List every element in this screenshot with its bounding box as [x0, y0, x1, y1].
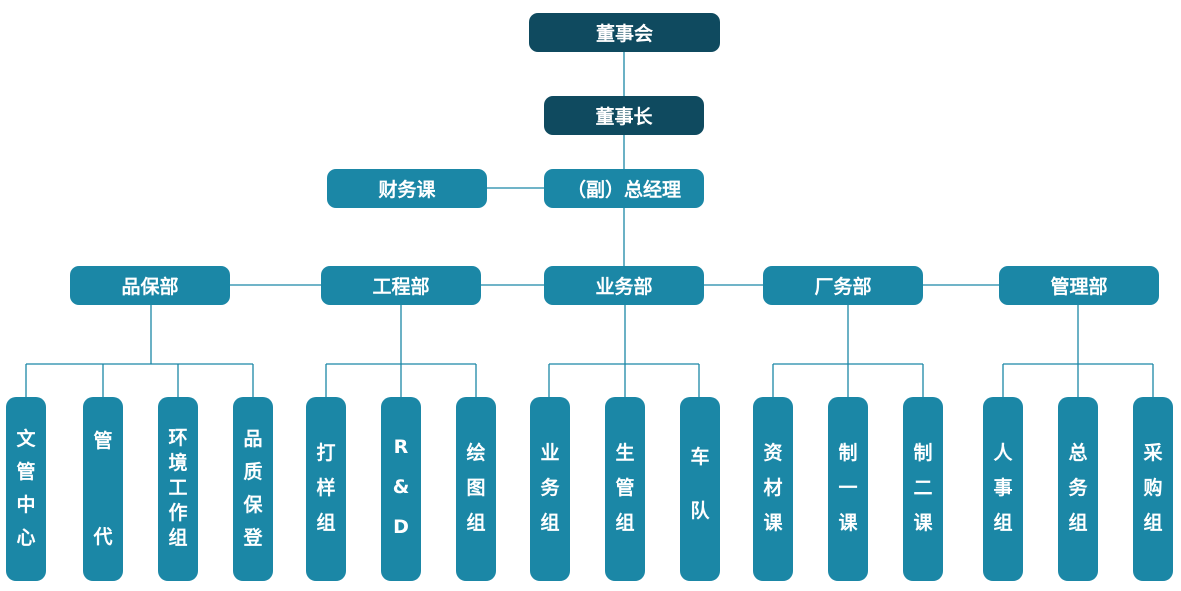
unit-box: 生管组 [605, 397, 645, 581]
unit-box: 环境工作组 [158, 397, 198, 581]
unit-char: 购 [1143, 477, 1163, 499]
unit-box: 制二课 [903, 397, 943, 581]
unit-char: 课 [913, 512, 933, 534]
unit-char: 工 [168, 477, 188, 499]
unit-char: 二 [913, 477, 933, 499]
unit-box: 打样组 [306, 397, 346, 581]
unit-box: R & D [381, 397, 421, 581]
unit-char: 采 [1143, 442, 1163, 464]
unit-char: 务 [1068, 477, 1088, 499]
unit-box: 车队 [680, 397, 720, 581]
unit-char: 车 [690, 446, 710, 468]
unit-char: 登 [243, 527, 263, 549]
unit-box: 品质保登 [233, 397, 273, 581]
unit-char: 代 [93, 526, 113, 548]
unit-char: 管 [16, 461, 36, 483]
unit-box: 管代 [83, 397, 123, 581]
unit-char: 组 [1068, 512, 1088, 534]
unit-box: 业务组 [530, 397, 570, 581]
unit-char: 保 [243, 494, 263, 516]
unit-char: 组 [540, 512, 560, 534]
unit-char: 总 [1068, 442, 1088, 464]
unit-char: 组 [316, 512, 336, 534]
unit-char: 作 [168, 502, 188, 524]
unit-box: 绘图组 [456, 397, 496, 581]
unit-char: D [393, 516, 409, 538]
unit-char: & [392, 476, 410, 498]
unit-char: 中 [16, 494, 36, 516]
unit-char: 生 [615, 442, 635, 464]
unit-char: 心 [16, 527, 36, 549]
unit-char: 文 [16, 428, 36, 450]
unit-char: 组 [993, 512, 1013, 534]
unit-box: 总务组 [1058, 397, 1098, 581]
unit-char: 质 [243, 461, 263, 483]
board-box: 董事会 [529, 13, 720, 52]
unit-char: 管 [615, 477, 635, 499]
unit-char: 队 [690, 500, 710, 522]
unit-box: 制一课 [828, 397, 868, 581]
unit-char: 组 [615, 512, 635, 534]
unit-box: 采购组 [1133, 397, 1173, 581]
unit-box: 资材课 [753, 397, 793, 581]
department-box: 业务部 [544, 266, 704, 305]
unit-char: 资 [763, 442, 783, 464]
unit-char: 材 [763, 477, 783, 499]
chairman-box: 董事长 [544, 96, 704, 135]
unit-char: 务 [540, 477, 560, 499]
department-box: 管理部 [999, 266, 1159, 305]
unit-char: 样 [316, 477, 336, 499]
department-box: 品保部 [70, 266, 230, 305]
unit-char: 组 [168, 527, 188, 549]
department-box: 工程部 [321, 266, 481, 305]
unit-char: 课 [838, 512, 858, 534]
unit-char: 课 [763, 512, 783, 534]
department-box: 厂务部 [763, 266, 923, 305]
unit-char: R [393, 436, 409, 458]
unit-char: 品 [243, 428, 263, 450]
unit-char: 环 [168, 427, 188, 449]
finance-box: 财务课 [327, 169, 487, 208]
general-manager-box: （副）总经理 [544, 169, 704, 208]
unit-char: 制 [913, 442, 933, 464]
unit-char: 组 [466, 512, 486, 534]
unit-char: 组 [1143, 512, 1163, 534]
unit-char: 人 [993, 442, 1013, 464]
unit-char: 业 [540, 442, 560, 464]
unit-char: 制 [838, 442, 858, 464]
unit-char: 图 [466, 477, 486, 499]
unit-box: 文管中心 [6, 397, 46, 581]
unit-char: 境 [168, 452, 188, 474]
unit-char: 管 [93, 430, 113, 452]
unit-box: 人事组 [983, 397, 1023, 581]
unit-char: 绘 [466, 442, 486, 464]
unit-char: 事 [993, 477, 1013, 499]
unit-char: 一 [838, 477, 858, 499]
unit-char: 打 [316, 442, 336, 464]
